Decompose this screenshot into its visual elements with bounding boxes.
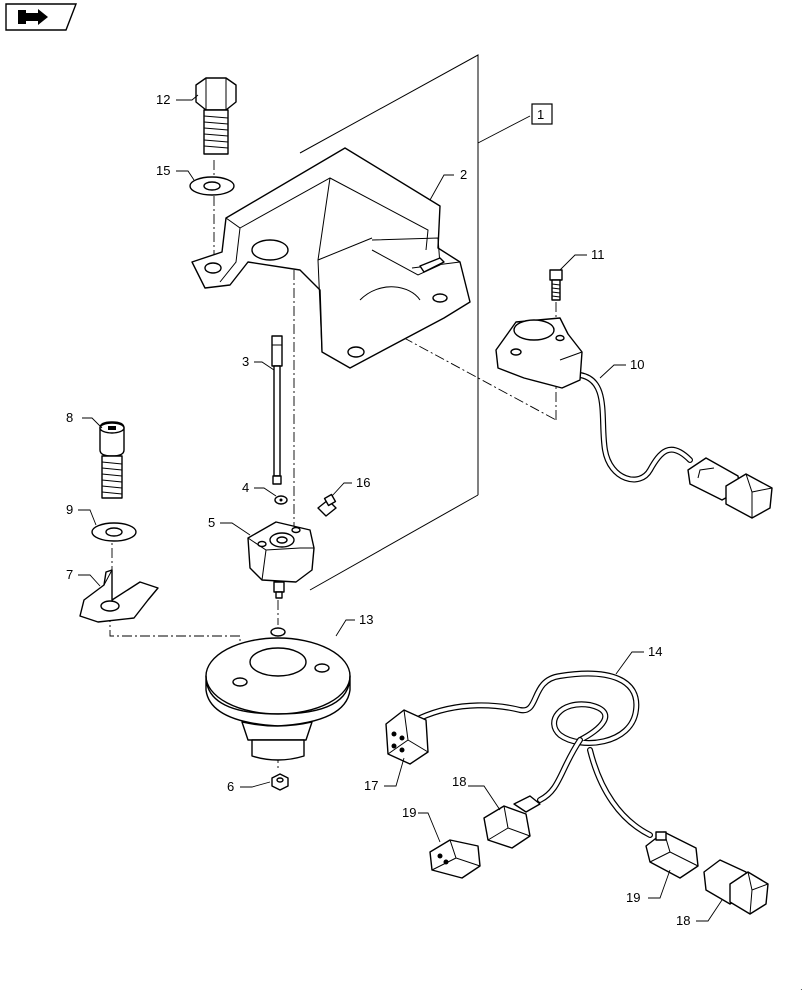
callout-10: 10: [630, 357, 644, 372]
mounting-bracket: [191, 147, 471, 369]
assembly-panel-outline: [299, 54, 531, 591]
callout-5: 5: [208, 515, 215, 530]
callout-box-1: [531, 103, 553, 125]
callout-12: 12: [156, 92, 170, 107]
callout-14: 14: [648, 644, 662, 659]
callout-9: 9: [66, 502, 73, 517]
callout-labels: 1 2 3 4 5 6 7 8 9 10 11 12 13 14 15 16 1…: [66, 92, 690, 928]
grease-fitting: [317, 493, 337, 517]
nav-arrow-button[interactable]: [5, 3, 78, 31]
callout-3: 3: [242, 354, 249, 369]
corner-mark: ·: [800, 985, 803, 994]
callout-1: 1: [537, 107, 544, 122]
callout-13: 13: [359, 612, 373, 627]
flat-washer-top: [189, 176, 235, 196]
hex-bolt: [195, 77, 237, 155]
wiring-harness: [385, 670, 769, 915]
callout-2: 2: [460, 167, 467, 182]
callout-11: 11: [591, 247, 605, 262]
callout-18-mid: 18: [452, 774, 466, 789]
callout-7: 7: [66, 567, 73, 582]
callout-16: 16: [356, 475, 370, 490]
shaft-pin: [271, 335, 283, 485]
sensor-screw: [549, 269, 563, 301]
small-washer: [274, 495, 288, 505]
sensor-housing: [247, 521, 315, 599]
callout-17: 17: [364, 778, 378, 793]
flat-washer-left: [91, 522, 137, 542]
callout-19-lower: 19: [626, 890, 640, 905]
arrow-right-icon: [18, 9, 48, 25]
socket-cap-screw: [99, 421, 125, 499]
position-sensor: [495, 317, 773, 519]
callout-18-lower: 18: [676, 913, 690, 928]
flange-mount: [205, 627, 351, 761]
hex-nut: [271, 773, 289, 791]
callout-leaders: [78, 94, 723, 922]
callout-4: 4: [242, 480, 249, 495]
callout-15: 15: [156, 163, 170, 178]
callout-8: 8: [66, 410, 73, 425]
callout-19-mid: 19: [402, 805, 416, 820]
lock-plate: [79, 569, 159, 623]
callout-6: 6: [227, 779, 234, 794]
